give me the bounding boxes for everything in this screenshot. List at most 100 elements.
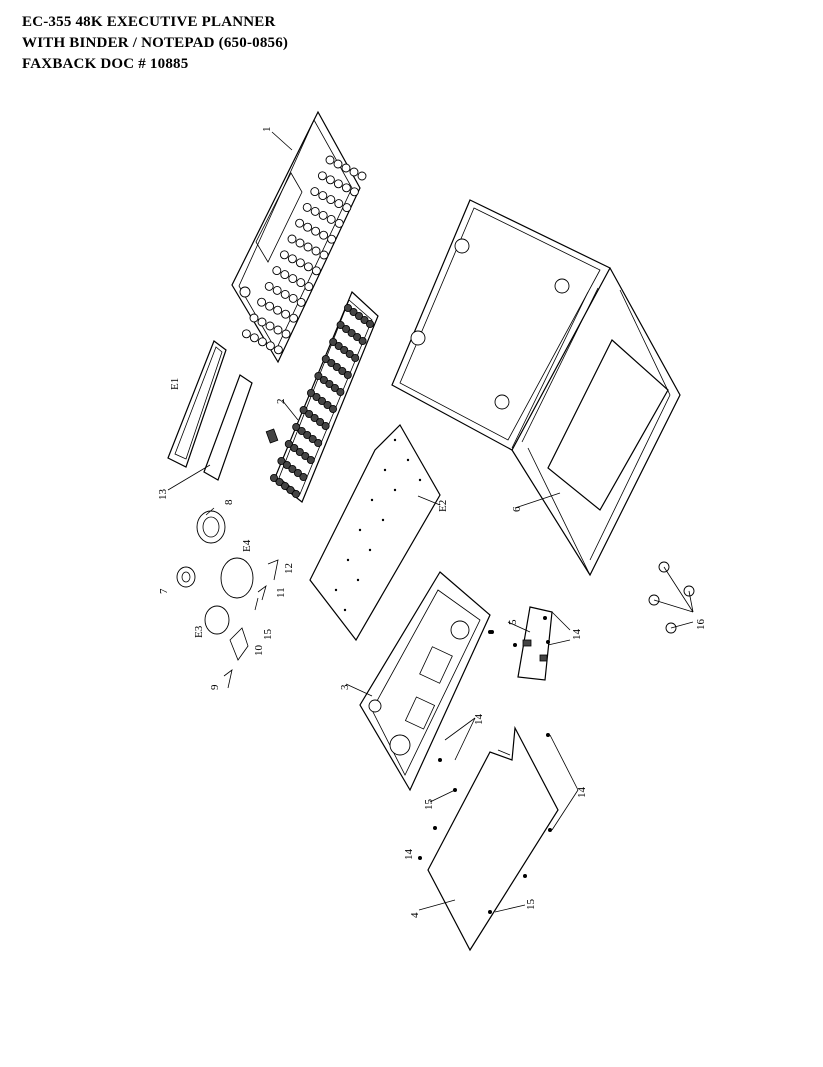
keyboard-key bbox=[291, 489, 300, 498]
keypad-hole bbox=[318, 191, 328, 201]
plate-contact-dot bbox=[368, 548, 372, 552]
label-15-bottom: 15 bbox=[525, 899, 537, 911]
keyboard-key bbox=[312, 392, 321, 401]
keypad-hole bbox=[319, 250, 329, 260]
keyboard-key bbox=[319, 375, 328, 384]
part-2-keyboard bbox=[265, 290, 379, 503]
keypad-hole bbox=[325, 155, 335, 165]
keypad-hole bbox=[317, 171, 327, 181]
keyboard-key bbox=[284, 439, 293, 448]
keyboard-key bbox=[277, 456, 286, 465]
plate-contact-dot bbox=[383, 468, 387, 472]
keypad-hole bbox=[311, 246, 321, 256]
label-5: 5 bbox=[507, 619, 519, 625]
keyboard-key bbox=[351, 353, 360, 362]
part-6-binder bbox=[391, 199, 681, 577]
keypad-hole bbox=[273, 345, 283, 355]
keypad-hole bbox=[296, 278, 306, 288]
part-16-feet bbox=[648, 561, 695, 634]
plate-contact-dot bbox=[406, 458, 410, 462]
keypad-hole bbox=[334, 218, 344, 228]
keypad-hole bbox=[341, 183, 351, 193]
keypad-hole bbox=[273, 305, 283, 315]
keyboard-key bbox=[325, 379, 334, 388]
keypad-hole bbox=[303, 242, 313, 252]
label-14-mid: 14 bbox=[473, 714, 485, 726]
plate-contact-dot bbox=[358, 528, 362, 532]
keypad-hole bbox=[325, 175, 335, 185]
part-3-frame bbox=[359, 571, 491, 792]
keypad-hole bbox=[310, 206, 320, 216]
label-14-right: 14 bbox=[571, 629, 583, 641]
label-14-lower-right: 14 bbox=[576, 787, 588, 799]
keyboard-key bbox=[282, 460, 291, 469]
keypad-hole bbox=[257, 297, 267, 307]
keypad-hole bbox=[311, 266, 321, 276]
label-15-upper: 15 bbox=[262, 629, 274, 641]
plate-contact-dot bbox=[418, 478, 422, 482]
keypad-hole bbox=[302, 202, 312, 212]
plate-contact-dot bbox=[343, 608, 347, 612]
label-3: 3 bbox=[339, 684, 351, 690]
keyboard-key bbox=[353, 332, 362, 341]
keypad-hole bbox=[295, 218, 305, 228]
keypad-hole bbox=[326, 214, 336, 224]
keypad-hole bbox=[303, 262, 313, 272]
plate-contact-dot bbox=[393, 488, 397, 492]
keyboard-key bbox=[290, 443, 299, 452]
part-e1-display bbox=[167, 340, 227, 468]
plate-contact-dot bbox=[381, 518, 385, 522]
keyboard-key bbox=[288, 464, 297, 473]
keypad-hole bbox=[249, 333, 259, 343]
keypad-hole bbox=[319, 230, 329, 240]
plate-contact-dot bbox=[346, 558, 350, 562]
keypad-hole bbox=[257, 337, 267, 347]
keypad-hole bbox=[249, 313, 259, 323]
keyboard-key bbox=[301, 451, 310, 460]
label-e1: E1 bbox=[169, 378, 181, 390]
keyboard-key bbox=[354, 311, 363, 320]
keyboard-key bbox=[340, 345, 349, 354]
label-6: 6 bbox=[511, 506, 523, 512]
header-line-3: FAXBACK DOC # 10885 bbox=[22, 56, 189, 72]
keyboard-key bbox=[310, 413, 319, 422]
label-8: 8 bbox=[223, 499, 235, 505]
keypad-hole bbox=[333, 159, 343, 169]
keyboard-key bbox=[343, 303, 352, 312]
header-line-1: EC-355 48K EXECUTIVE PLANNER bbox=[22, 14, 276, 30]
keyboard-key bbox=[269, 473, 278, 482]
keyboard-key bbox=[292, 422, 301, 431]
keypad-hole bbox=[303, 222, 313, 232]
keypad-hole bbox=[264, 281, 274, 291]
keypad-hole bbox=[281, 329, 291, 339]
keyboard-key bbox=[303, 430, 312, 439]
keyboard-key bbox=[343, 370, 352, 379]
keypad-hole bbox=[295, 238, 305, 248]
keyboard-key bbox=[347, 328, 356, 337]
keypad-hole bbox=[311, 226, 321, 236]
label-13: 13 bbox=[157, 489, 169, 501]
part-labels: 1 2 3 4 5 6 7 8 9 10 11 12 13 14 14 14 1… bbox=[157, 127, 707, 919]
keyboard-key bbox=[308, 434, 317, 443]
keyboard-key bbox=[317, 396, 326, 405]
keyboard-key bbox=[323, 400, 332, 409]
label-e4: E4 bbox=[241, 539, 253, 552]
keypad-hole bbox=[272, 285, 282, 295]
label-11: 11 bbox=[275, 587, 287, 598]
label-15-left: 15 bbox=[423, 799, 435, 811]
keypad-hole bbox=[288, 274, 298, 284]
header-line-2: WITH BINDER / NOTEPAD (650-0856) bbox=[22, 35, 289, 51]
keyboard-key bbox=[286, 485, 295, 494]
keyboard-key bbox=[321, 354, 330, 363]
keyboard-key bbox=[295, 447, 304, 456]
plate-contact-dot bbox=[370, 498, 374, 502]
keypad-hole bbox=[295, 258, 305, 268]
label-16: 16 bbox=[695, 619, 707, 631]
part-4-back-cover bbox=[427, 725, 559, 952]
keypad-hole bbox=[257, 317, 267, 327]
keypad-hole bbox=[265, 301, 275, 311]
label-14-lower-left: 14 bbox=[403, 849, 415, 861]
keyboard-key bbox=[275, 477, 284, 486]
plate-contact-dot bbox=[356, 578, 360, 582]
